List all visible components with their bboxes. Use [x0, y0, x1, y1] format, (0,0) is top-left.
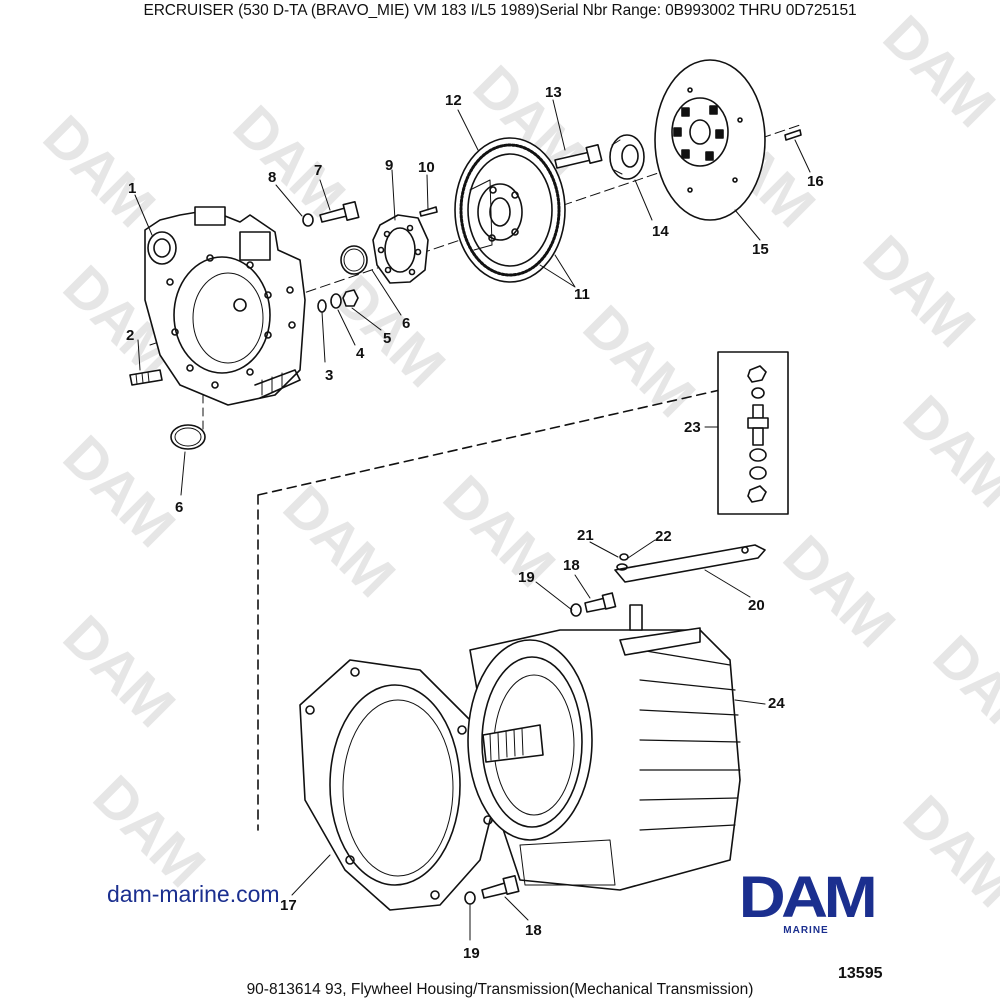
callout-1: 1 [128, 180, 136, 197]
callout-3: 3 [325, 367, 333, 384]
damper-plate [654, 59, 766, 221]
o-ring-6-upper-inner [343, 248, 365, 272]
transmission [467, 604, 741, 891]
callout-18-lower: 18 [525, 922, 542, 939]
callout-8: 8 [268, 169, 276, 186]
flywheel-housing [144, 206, 306, 406]
bolt-2 [129, 369, 163, 386]
o-ring-6-lower-inner [174, 427, 202, 447]
callout-12: 12 [445, 92, 462, 109]
bolt-10 [419, 206, 438, 217]
pilot-bearing [609, 134, 645, 180]
callout-17: 17 [280, 897, 297, 914]
callout-23: 23 [684, 419, 701, 436]
watermark: DAM [851, 223, 986, 358]
callout-13: 13 [545, 84, 562, 101]
support-bracket [614, 544, 766, 583]
callout-18-upper: 18 [563, 557, 580, 574]
callout-19-lower: 19 [463, 945, 480, 962]
flywheel [454, 137, 566, 283]
bolt-16 [784, 129, 802, 141]
callout-5: 5 [383, 330, 391, 347]
logo-subtext: MARINE [783, 925, 829, 936]
callout-14: 14 [652, 223, 669, 240]
callout-20: 20 [748, 597, 765, 614]
o-ring-6-lower [170, 424, 206, 450]
watermark: DAM [221, 93, 356, 228]
watermark: DAM [31, 103, 166, 238]
page-title: ERCRUISER (530 D-TA (BRAVO_MIE) VM 183 I… [143, 2, 857, 19]
assembly-dash-line [257, 389, 721, 831]
washer-19-lower [464, 891, 476, 905]
washer-8 [302, 213, 314, 227]
bell-housing [299, 659, 496, 911]
watermark: DAM [51, 423, 186, 558]
mount-kit-box [717, 351, 789, 515]
watermark: DAM [51, 603, 186, 738]
diagram-caption: 90-813614 93, Flywheel Housing/Transmiss… [246, 981, 754, 998]
adapter-plate [372, 214, 429, 284]
washer-3 [317, 299, 327, 313]
watermark: DAM [271, 473, 406, 608]
figure-number: 13595 [838, 965, 883, 982]
washer-19-upper [570, 603, 582, 617]
watermark: DAM [871, 3, 1000, 138]
watermark: DAM [771, 523, 906, 658]
bolt-18-lower [481, 874, 520, 899]
callout-7: 7 [314, 162, 322, 179]
website-link[interactable]: dam-marine.com [107, 881, 280, 907]
callout-24: 24 [768, 695, 785, 712]
leader-lines [134, 99, 811, 941]
callout-21: 21 [577, 527, 594, 544]
callout-9: 9 [385, 157, 393, 174]
logo-text: DAM [738, 865, 878, 930]
callout-4: 4 [356, 345, 365, 362]
callout-15: 15 [752, 241, 769, 258]
washer-4 [330, 293, 342, 309]
o-ring-6-upper [340, 245, 368, 275]
callout-10: 10 [418, 159, 435, 176]
callout-11: 11 [574, 286, 590, 303]
bolt-7 [319, 200, 360, 223]
callout-2: 2 [126, 327, 134, 344]
watermark: DAM [891, 783, 1000, 918]
callout-22: 22 [655, 528, 672, 545]
watermark: DAM [921, 623, 1000, 758]
callout-labels: 1 2 3 4 5 6 6 7 8 9 10 11 12 13 14 15 16… [126, 84, 824, 962]
bolt-13 [554, 143, 603, 169]
bolt-18-upper [584, 592, 617, 613]
callout-16: 16 [807, 173, 824, 190]
watermark: DAM [431, 463, 566, 598]
callout-19-upper: 19 [518, 569, 535, 586]
dam-logo: DAM MARINE [716, 865, 896, 942]
callout-6-lower: 6 [175, 499, 183, 516]
watermark: DAM [81, 763, 216, 898]
watermark: DAM [891, 383, 1000, 518]
nut-5 [342, 289, 359, 307]
callout-6-upper: 6 [402, 315, 410, 332]
